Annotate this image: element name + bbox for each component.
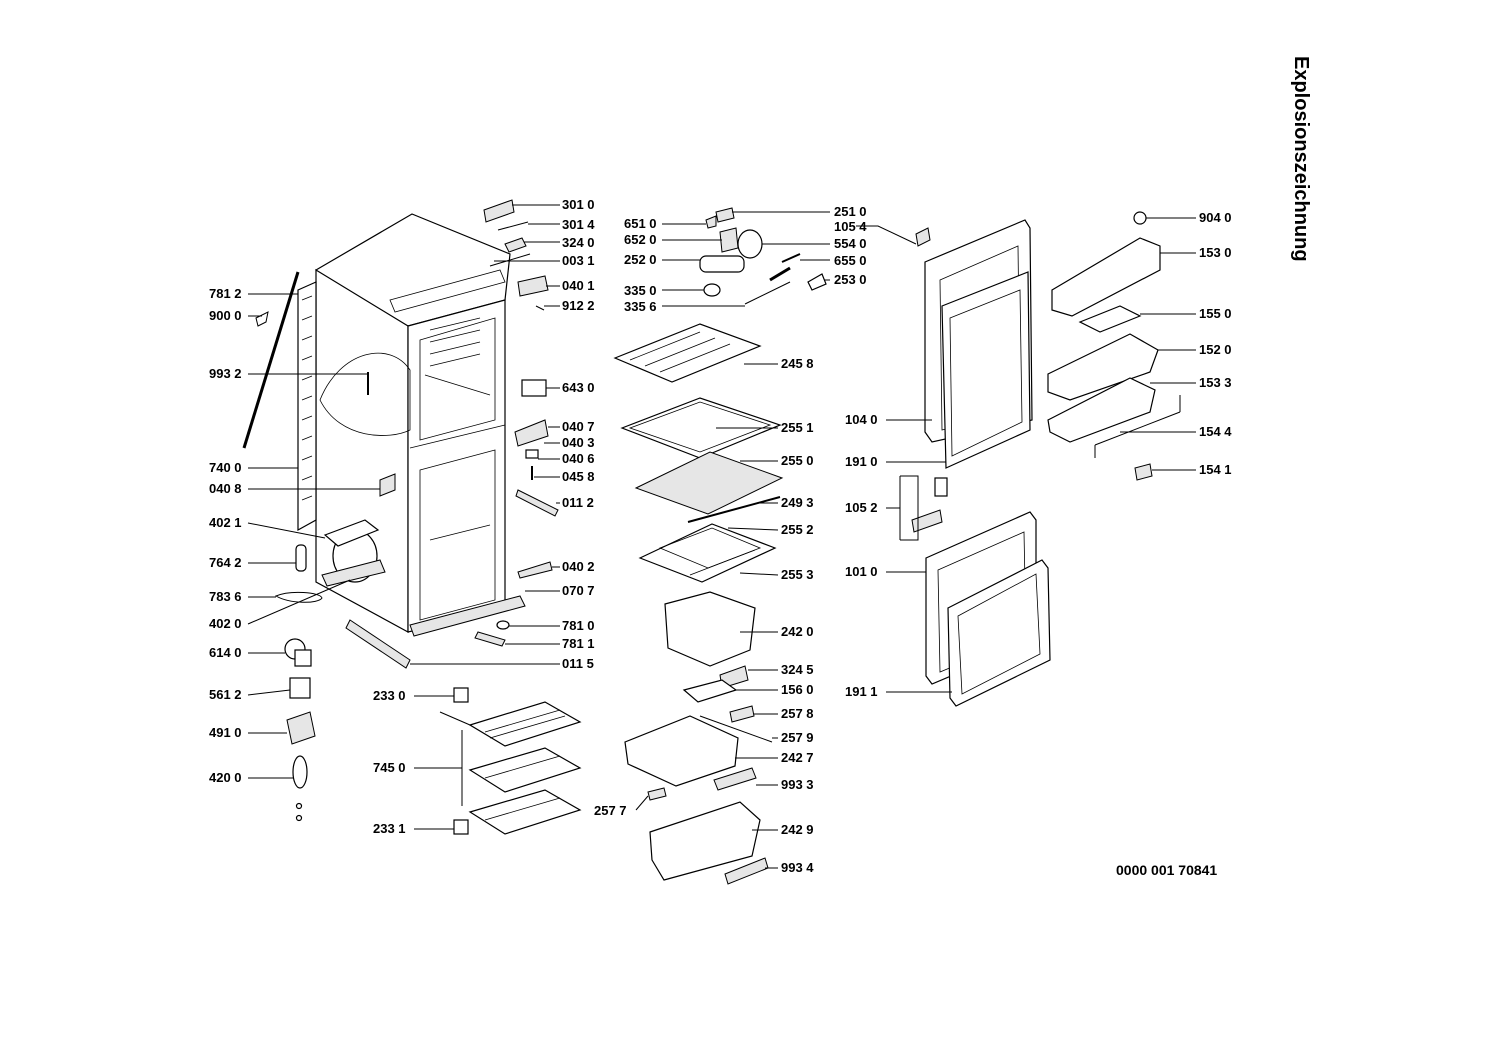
part-label: 011 5 bbox=[562, 656, 594, 671]
part-label: 643 0 bbox=[562, 380, 595, 395]
part-label: 040 6 bbox=[562, 451, 595, 466]
part-label: 153 0 bbox=[1199, 245, 1232, 260]
part-label: 900 0 bbox=[209, 308, 242, 323]
part-label: 491 0 bbox=[209, 725, 242, 740]
drawing-title: Explosionszeichnung bbox=[1290, 56, 1312, 262]
part-label: 040 8 bbox=[209, 481, 242, 496]
part-label: 242 7 bbox=[781, 750, 814, 765]
part-label: 993 3 bbox=[781, 777, 814, 792]
part-label: 740 0 bbox=[209, 460, 242, 475]
part-label: 040 1 bbox=[562, 278, 595, 293]
part-label: 251 0 bbox=[834, 204, 867, 219]
part-label: 402 1 bbox=[209, 515, 242, 530]
part-label: 781 1 bbox=[562, 636, 595, 651]
leader-lines bbox=[247, 204, 1196, 869]
part-label: 993 2 bbox=[209, 366, 242, 381]
part-label: 233 0 bbox=[373, 688, 406, 703]
part-label: 253 0 bbox=[834, 272, 867, 287]
part-label: 420 0 bbox=[209, 770, 242, 785]
part-label: 152 0 bbox=[1199, 342, 1232, 357]
part-label: 652 0 bbox=[624, 232, 657, 247]
door-bins bbox=[1047, 211, 1181, 481]
part-label: 324 5 bbox=[781, 662, 814, 677]
condenser-coil bbox=[242, 271, 317, 532]
part-label: 655 0 bbox=[834, 253, 867, 268]
part-label: 242 9 bbox=[781, 822, 814, 837]
fridge-shelves bbox=[613, 323, 784, 583]
part-label: 191 0 bbox=[845, 454, 878, 469]
part-label: 324 0 bbox=[562, 235, 595, 250]
part-label: 781 2 bbox=[209, 286, 242, 301]
part-label: 745 0 bbox=[373, 760, 406, 775]
part-label: 070 7 bbox=[562, 583, 595, 598]
crisper-drawers bbox=[624, 591, 773, 885]
part-label: 255 0 bbox=[781, 453, 814, 468]
part-label: 040 2 bbox=[562, 559, 595, 574]
part-label: 255 3 bbox=[781, 567, 814, 582]
part-label: 249 3 bbox=[781, 495, 814, 510]
part-label: 040 7 bbox=[562, 419, 595, 434]
part-label: 040 3 bbox=[562, 435, 595, 450]
part-label: 335 0 bbox=[624, 283, 657, 298]
part-label: 191 1 bbox=[845, 684, 878, 699]
part-label: 301 0 bbox=[562, 197, 595, 212]
top-hinge-parts bbox=[483, 199, 549, 311]
part-label: 155 0 bbox=[1199, 306, 1232, 321]
part-label: 402 0 bbox=[209, 616, 242, 631]
cabinet-side-parts bbox=[345, 379, 559, 669]
part-label: 105 4 bbox=[834, 219, 867, 234]
part-label: 255 2 bbox=[781, 522, 814, 537]
left-small-parts bbox=[255, 311, 396, 822]
part-label: 904 0 bbox=[1199, 210, 1232, 225]
compressor bbox=[321, 519, 386, 587]
part-label: 154 1 bbox=[1199, 462, 1232, 477]
part-label: 764 2 bbox=[209, 555, 242, 570]
part-label: 651 0 bbox=[624, 216, 657, 231]
part-label: 156 0 bbox=[781, 682, 814, 697]
part-label: 561 2 bbox=[209, 687, 242, 702]
part-label: 153 3 bbox=[1199, 375, 1232, 390]
wire-shelves bbox=[439, 687, 582, 835]
thermostat-parts bbox=[699, 207, 827, 305]
part-label: 614 0 bbox=[209, 645, 242, 660]
part-label: 335 6 bbox=[624, 299, 657, 314]
part-label: 242 0 bbox=[781, 624, 814, 639]
part-label: 104 0 bbox=[845, 412, 878, 427]
document-number: 0000 001 70841 bbox=[1116, 862, 1218, 878]
part-label: 101 0 bbox=[845, 564, 878, 579]
part-label: 045 8 bbox=[562, 469, 595, 484]
part-label: 105 2 bbox=[845, 500, 878, 515]
part-label: 993 4 bbox=[781, 860, 814, 875]
part-label: 912 2 bbox=[562, 298, 595, 313]
part-label: 257 9 bbox=[781, 730, 814, 745]
part-label: 257 7 bbox=[594, 803, 627, 818]
part-label: 233 1 bbox=[373, 821, 406, 836]
fridge-door bbox=[915, 219, 1033, 469]
part-label: 257 8 bbox=[781, 706, 814, 721]
part-label: 252 0 bbox=[624, 252, 657, 267]
freezer-door bbox=[899, 475, 1051, 707]
part-label: 301 4 bbox=[562, 217, 595, 232]
part-label: 011 2 bbox=[562, 495, 594, 510]
part-label: 245 8 bbox=[781, 356, 814, 371]
part-label: 781 0 bbox=[562, 618, 595, 633]
part-label: 255 1 bbox=[781, 420, 814, 435]
part-label: 154 4 bbox=[1199, 424, 1232, 439]
part-label: 003 1 bbox=[562, 253, 595, 268]
part-label: 554 0 bbox=[834, 236, 867, 251]
part-label: 783 6 bbox=[209, 589, 242, 604]
